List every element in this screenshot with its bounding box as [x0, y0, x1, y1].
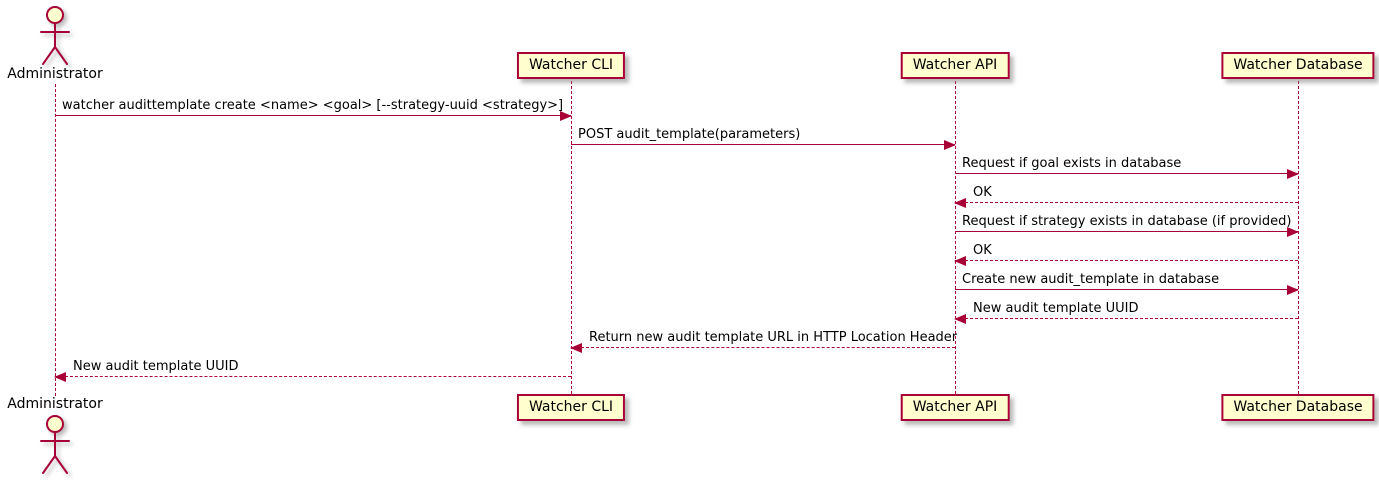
- message-3: Request if goal exists in database: [955, 154, 1299, 179]
- administrator-actor-bottom: Administrator: [0, 396, 110, 475]
- message-label: Request if goal exists in database: [962, 156, 1182, 171]
- arrowhead-icon: [54, 372, 66, 382]
- message-2: POST audit_template(parameters): [571, 125, 956, 150]
- message-label: watcher audittemplate create <name> <goa…: [62, 98, 564, 113]
- message-line: [955, 260, 1298, 261]
- lifeline-db: [1298, 81, 1299, 394]
- message-line: [955, 289, 1298, 290]
- message-label: Create new audit_template in database: [962, 272, 1220, 287]
- participant-db-top: Watcher Database: [1221, 52, 1375, 79]
- arrowhead-icon: [570, 343, 582, 353]
- message-label: New audit template UUID: [73, 359, 239, 374]
- message-5: Request if strategy exists in database (…: [955, 212, 1299, 237]
- message-line: [571, 144, 955, 145]
- message-4: OK: [954, 183, 1298, 208]
- message-1: watcher audittemplate create <name> <goa…: [55, 96, 572, 121]
- message-label: Request if strategy exists in database (…: [962, 214, 1292, 229]
- participant-api-bottom: Watcher API: [900, 394, 1010, 421]
- actor-name-label: Administrator: [7, 396, 103, 412]
- actor-name-label: Administrator: [7, 66, 103, 82]
- arrowhead-icon: [560, 111, 572, 121]
- message-10: New audit template UUID: [54, 357, 571, 382]
- arrowhead-icon: [1287, 169, 1299, 179]
- arrowhead-icon: [954, 314, 966, 324]
- administrator-actor-top: Administrator: [0, 3, 110, 82]
- arrowhead-icon: [954, 256, 966, 266]
- participant-db-bottom: Watcher Database: [1221, 394, 1375, 421]
- message-label: OK: [973, 185, 992, 200]
- message-label: OK: [973, 243, 992, 258]
- person-icon: [40, 6, 70, 65]
- lifeline-cli: [571, 81, 572, 394]
- message-line: [955, 202, 1298, 203]
- message-line: [955, 318, 1298, 319]
- message-line: [571, 347, 955, 348]
- participant-api-top: Watcher API: [900, 52, 1010, 79]
- message-line: [55, 115, 571, 116]
- message-label: New audit template UUID: [973, 301, 1139, 316]
- message-7: Create new audit_template in database: [955, 270, 1299, 295]
- message-line: [955, 173, 1298, 174]
- arrowhead-icon: [1287, 285, 1299, 295]
- arrowhead-icon: [1287, 227, 1299, 237]
- message-8: New audit template UUID: [954, 299, 1298, 324]
- participant-cli-bottom: Watcher CLI: [516, 394, 626, 421]
- message-9: Return new audit template URL in HTTP Lo…: [570, 328, 958, 353]
- lifeline-administrator: [55, 84, 56, 396]
- participant-cli-top: Watcher CLI: [516, 52, 626, 79]
- message-6: OK: [954, 241, 1298, 266]
- message-line: [955, 231, 1298, 232]
- lifeline-api: [955, 81, 956, 394]
- message-label: Return new audit template URL in HTTP Lo…: [589, 330, 958, 345]
- message-label: POST audit_template(parameters): [578, 127, 801, 142]
- person-icon: [40, 415, 70, 474]
- message-line: [55, 376, 571, 377]
- arrowhead-icon: [944, 140, 956, 150]
- arrowhead-icon: [954, 198, 966, 208]
